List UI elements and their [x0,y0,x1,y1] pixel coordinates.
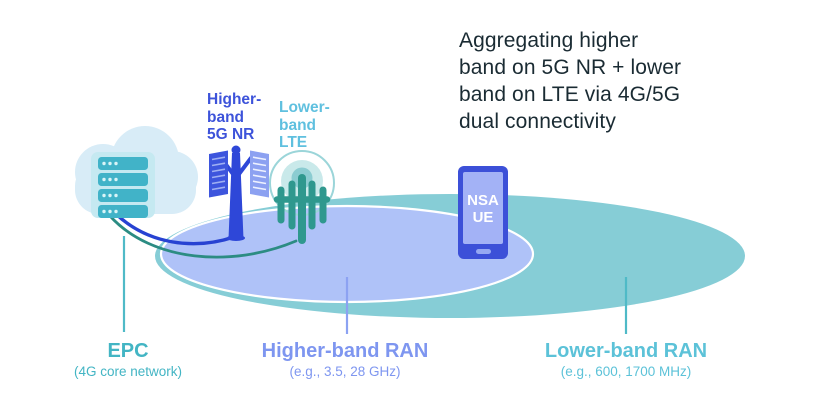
annotation-line: Aggregating higher [459,29,639,52]
higher-band-ran-label: Higher-band RAN (e.g., 3.5, 28 GHz) [225,340,465,380]
higher-band-ran-title: Higher-band RAN [261,340,429,362]
epc-subtitle: (4G core network) [73,364,183,379]
epc-title: EPC [107,340,149,362]
lower-band-ran-title: Lower-band RAN [544,340,708,362]
server-icon [91,152,155,218]
annotation-text: Aggregating higher band on 5G NR + lower… [459,27,759,135]
lte-antenna-label-line: Lower- [279,99,330,116]
nsa-ue-phone-icon [458,166,508,259]
annotation-line: band on LTE via 4G/5G [459,83,681,106]
annotation-line: band on 5G NR + lower [459,56,682,79]
lte-antenna-icon [273,174,331,244]
lte-antenna-label: Lower- band LTE [279,99,330,152]
nsa-ue-label-line: UE [472,209,494,226]
epc-to-nr-link [113,211,236,246]
nr-tower-label-line: band [207,108,245,126]
annotation-line: dual connectivity [459,110,616,133]
nr-tower-label-line: Higher- [207,91,262,108]
nsa-ue-screen-label: NSA UE [453,192,513,226]
nr-tower-icon [209,145,269,241]
nsa-ue-label-line: NSA [467,192,499,209]
lte-antenna-label-line: LTE [279,134,308,151]
epc-region-label: EPC (4G core network) [28,340,228,380]
lte-antenna-label-line: band [279,116,317,134]
nr-tower-label: Higher- band 5G NR [207,91,261,144]
epc-to-lte-link [108,214,298,259]
lower-band-ran-subtitle: (e.g., 600, 1700 MHz) [560,364,692,379]
nr-tower-label-line: 5G NR [207,126,255,143]
lower-band-ran-label: Lower-band RAN (e.g., 600, 1700 MHz) [506,340,746,380]
higher-band-ran-subtitle: (e.g., 3.5, 28 GHz) [289,364,401,379]
